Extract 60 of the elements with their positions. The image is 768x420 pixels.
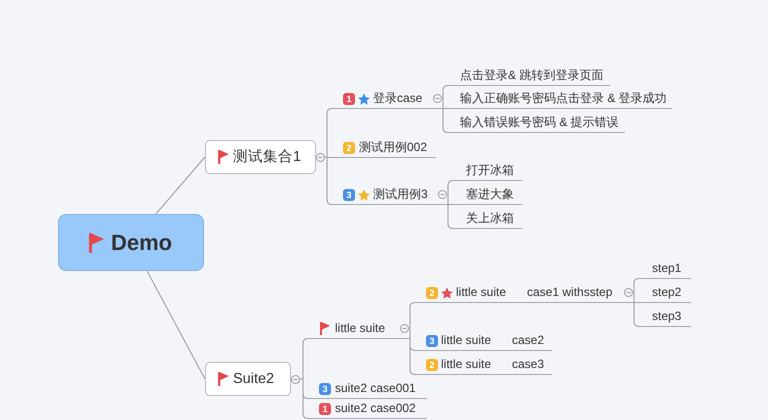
branch-line: [448, 204, 454, 205]
subtopic-text: 测试用例002: [359, 140, 428, 155]
branch-line: [442, 108, 448, 133]
branch-line: [634, 302, 640, 327]
branch-line: [324, 108, 332, 158]
subtopic-text: suite2 case001: [335, 381, 416, 396]
priority-badge: 2: [426, 286, 438, 298]
subtopic-text: 输入错误账号密码 & 提示错误: [460, 115, 619, 130]
subtopic-text: case1 withsstep: [527, 285, 612, 300]
subtopic: [453, 185, 522, 205]
priority-badge: 2: [343, 142, 355, 154]
subtopic-text: little suite: [335, 321, 386, 336]
subtopic-text: case3: [512, 357, 544, 372]
subtopic: [453, 161, 522, 181]
subtopic-text: little suite: [456, 285, 506, 300]
subtopic: [332, 185, 448, 205]
branch-line: [448, 204, 454, 229]
branch-line: [324, 156, 332, 205]
root-topic-box: [58, 214, 204, 271]
subtopic-text: step1: [652, 261, 682, 276]
branch-line: [410, 338, 416, 375]
priority-badge: 3: [343, 188, 355, 200]
topic-text: Demo: [111, 230, 172, 256]
subtopic: [332, 138, 436, 158]
subtopic-text: 塞进大象: [466, 187, 514, 202]
branch-line: [442, 108, 448, 109]
subtopic-text: step3: [652, 309, 682, 324]
subtopic-text: little suite: [441, 333, 492, 348]
subtopic-text: 关上冰箱: [466, 211, 514, 226]
branch-line: [300, 378, 308, 419]
branch-line: [300, 338, 308, 380]
priority-badge: 1: [319, 402, 331, 414]
branch-line: [634, 302, 640, 303]
topic-text: 测试集合1: [233, 148, 302, 166]
priority-badge: 3: [426, 334, 438, 346]
branch-line: [634, 278, 640, 303]
subtopic-text: case2: [512, 333, 544, 348]
branch-line: [155, 156, 206, 214]
subtopic-text: little suite: [441, 357, 492, 372]
topic-text: Suite2: [233, 370, 274, 388]
subtopic-text: suite2 case002: [335, 401, 416, 416]
subtopic-text: 测试用例3: [373, 187, 428, 202]
priority-badge: 3: [319, 382, 331, 394]
subtopic-text: 登录case: [373, 91, 422, 106]
subtopic-text: 打开冰箱: [466, 163, 514, 178]
subtopic-text: step2: [652, 285, 682, 300]
subtopic: [448, 113, 625, 133]
subtopic: [448, 89, 672, 109]
subtopic: [308, 319, 410, 339]
priority-badge: 1: [343, 92, 355, 104]
branch-line: [410, 302, 416, 339]
subtopic-text: 点击登录& 跳转到登录页面: [460, 68, 604, 83]
branch-line: [448, 180, 454, 205]
subtopic: [332, 89, 443, 109]
branch-line: [146, 270, 206, 380]
branch-line: [442, 85, 448, 109]
priority-badge: 2: [426, 358, 438, 370]
subtopic: [453, 209, 522, 229]
subtopic: [448, 66, 610, 86]
subtopic-text: 输入正确账号密码点击登录 & 登录成功: [460, 91, 667, 106]
